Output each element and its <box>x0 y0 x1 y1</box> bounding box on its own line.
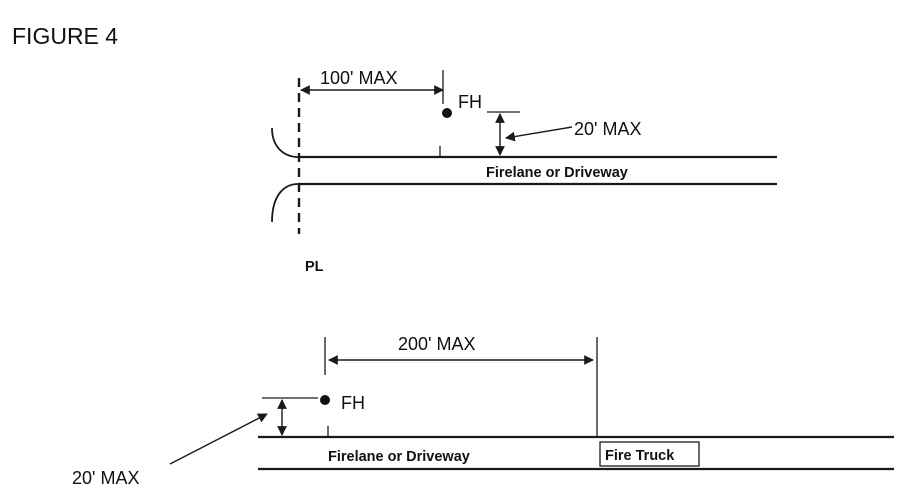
top-road-label: Firelane or Driveway <box>486 165 628 181</box>
bottom-diagram: 200' MAX FH 20' MAX Firelane or Driveway… <box>72 334 894 488</box>
top-curb-return-lower <box>271 183 299 223</box>
fire-truck-label: Fire Truck <box>605 448 675 464</box>
figure-title: FIGURE 4 <box>12 23 118 49</box>
bottom-road-label: Firelane or Driveway <box>328 449 470 465</box>
fire-truck-box <box>599 441 700 467</box>
top-distance-label: 100' MAX <box>320 68 397 88</box>
top-offset-label: 20' MAX <box>574 119 641 139</box>
top-offset-leader <box>505 126 573 142</box>
property-line-label: PL <box>305 259 324 275</box>
top-hydrant-label: FH <box>458 92 482 112</box>
bottom-hydrant-icon <box>320 395 330 405</box>
top-curb-return-upper <box>271 127 299 158</box>
bottom-hydrant-label: FH <box>341 393 365 413</box>
top-hydrant-icon <box>442 108 452 118</box>
top-diagram: 100' MAX FH 20' MAX Firelane or Driveway… <box>271 68 777 275</box>
bottom-offset-leader <box>169 413 268 465</box>
bottom-distance-label: 200' MAX <box>398 334 475 354</box>
bottom-offset-label: 20' MAX <box>72 468 139 488</box>
